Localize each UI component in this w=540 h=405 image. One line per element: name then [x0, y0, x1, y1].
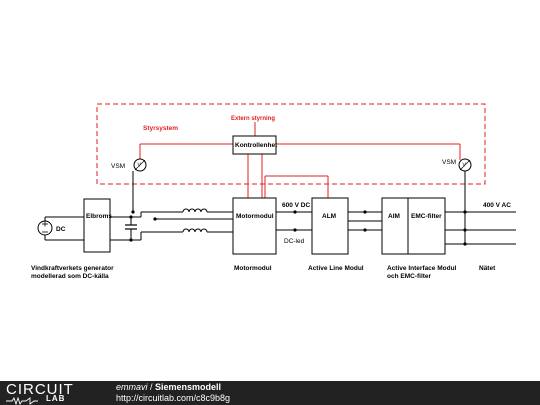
capacitor-icon — [125, 224, 137, 230]
circuitlab-logo[interactable]: CIRCUIT LAB — [6, 381, 96, 405]
svg-text:V: V — [138, 163, 142, 169]
v400-label: 400 V AC — [483, 202, 511, 209]
footer-title-line: emmavi / Siemensmodell — [116, 382, 221, 393]
voltmeter-left-icon: V — [133, 158, 147, 172]
kontrollenhet-label: Kontrollenhet — [235, 142, 278, 149]
logo-text-bottom: LAB — [46, 394, 66, 403]
circuit-url-link[interactable]: http://circuitlab.com/c8c9b8g — [116, 393, 231, 403]
logo-text-top: CIRCUIT — [6, 381, 74, 398]
emc-filter-label: EMC-filter — [411, 213, 442, 220]
alm-box-label: ALM — [322, 213, 336, 220]
motormodul-box — [232, 197, 277, 255]
kontrollenhet-box — [232, 135, 277, 155]
motormodul-box-label: Motormodul — [236, 213, 274, 220]
natet-caption: Nätet — [479, 265, 496, 272]
elbroms-box — [83, 198, 111, 253]
title-separator: / — [147, 382, 156, 392]
aim-box-label: AIM — [388, 213, 400, 220]
emc-filter-box — [407, 197, 446, 255]
styrsystem-label: Styrsystem — [143, 125, 178, 132]
svg-text:V: V — [463, 163, 467, 169]
dc-source-icon — [37, 220, 53, 236]
author-link[interactable]: emmavi — [116, 382, 148, 392]
dc-source-label: DC — [56, 226, 66, 233]
dc-led-label: DC-led — [284, 238, 305, 245]
motormodul-caption: Motormodul — [234, 265, 272, 272]
junction-dots — [129, 210, 467, 246]
extern-styrning-label: Extern styrning — [231, 116, 275, 122]
alm-box — [311, 197, 349, 255]
circuit-title[interactable]: Siemensmodell — [155, 382, 222, 392]
vsm-right-label: VSM — [442, 159, 456, 166]
elbroms-label: Elbroms — [86, 213, 112, 220]
logo-wave-icon — [6, 397, 38, 405]
footer-bar: CIRCUIT LAB emmavi / Siemensmodell http:… — [0, 381, 540, 405]
aim-caption-1: Active Interface Modul — [387, 265, 457, 272]
inductor-top-icon — [182, 208, 208, 213]
v600-label: 600 V DC — [282, 202, 310, 209]
control-wires — [139, 122, 461, 198]
aim-caption-2: och EMC-filter — [387, 273, 432, 280]
aim-box — [381, 197, 409, 255]
styrsystem-boundary — [96, 103, 486, 185]
generator-caption-1: Vindkraftverkets generator — [31, 265, 114, 272]
active-line-caption: Active Line Modul — [308, 265, 364, 272]
generator-caption-2: modellerad som DC-källa — [31, 273, 109, 280]
circuit-schematic: DC Elbroms Motormodul ALM AIM EMC-filter… — [31, 103, 516, 280]
voltmeter-right-icon: V — [458, 158, 472, 172]
inductor-bottom-icon — [182, 228, 208, 233]
vsm-left-label: VSM — [111, 163, 125, 170]
